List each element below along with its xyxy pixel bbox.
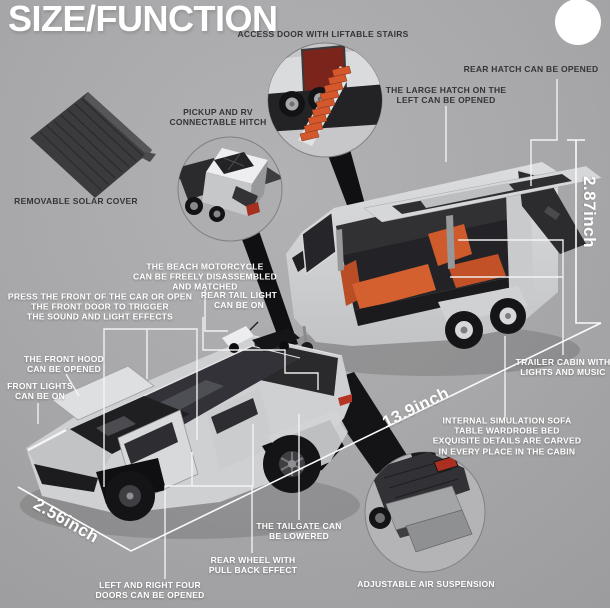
suspension-inset-photo xyxy=(364,451,486,573)
label-front-lights: FRONT LIGHTS CAN BE ON xyxy=(7,380,73,401)
label-rear-wheel: REAR WHEEL WITH PULL BACK EFFECT xyxy=(208,554,298,575)
rear-light xyxy=(433,455,459,473)
label-air-suspension: ADJUSTABLE AIR SUSPENSION xyxy=(357,578,495,589)
stairs-inset-photo xyxy=(267,42,383,158)
beach-motorcycles xyxy=(222,321,300,353)
dimension-lines xyxy=(17,139,602,552)
hood-open xyxy=(51,365,190,454)
label-large-hatch: THE LARGE HATCH ON THE LEFT CAN BE OPENE… xyxy=(385,84,507,105)
label-rear-hatch: REAR HATCH CAN BE OPENED xyxy=(463,63,599,74)
tail-light xyxy=(338,394,352,406)
trailer-wheels xyxy=(445,298,526,349)
rear-wheel xyxy=(263,435,321,493)
corner-circle xyxy=(555,0,601,45)
dimension-height: 2.87inch xyxy=(580,175,599,249)
label-beach-motorcycle: THE BEACH MOTORCYCLE CAN BE FREELY DISAS… xyxy=(133,261,277,293)
callout-lines xyxy=(37,79,564,579)
solar-panel xyxy=(30,92,156,198)
doors-open xyxy=(117,388,274,503)
front-light-bar xyxy=(27,428,67,452)
trailer xyxy=(286,162,603,354)
label-pickup-hitch: PICKUP AND RV CONNECTABLE HITCH xyxy=(169,106,267,127)
label-tailgate: THE TAILGATE CAN BE LOWERED xyxy=(256,520,342,541)
label-internal-sofa: INTERNAL SIMULATION SOFA TABLE WARDROBE … xyxy=(432,415,582,457)
label-solar-cover: REMOVABLE SOLAR COVER xyxy=(14,195,138,206)
front-wheel xyxy=(105,471,155,521)
label-access-door: ACCESS DOOR WITH LIFTABLE STAIRS xyxy=(237,28,409,39)
label-front-hood: THE FRONT HOOD CAN BE OPENED xyxy=(24,353,104,374)
pickup-truck xyxy=(26,321,352,521)
label-rear-tail-light: REAR TAIL LIGHT CAN BE ON xyxy=(200,289,278,310)
label-doors: LEFT AND RIGHT FOUR DOORS CAN BE OPENED xyxy=(95,579,205,600)
hitch-plate xyxy=(214,152,254,174)
label-press-front: PRESS THE FRONT OF THE CAR OR OPEN THE F… xyxy=(7,291,193,323)
liftable-stairs xyxy=(299,65,352,142)
hitch-inset-photo xyxy=(177,136,283,242)
label-trailer-cabin: TRAILER CABIN WITH LIGHTS AND MUSIC xyxy=(515,356,610,377)
roof-hatch-open xyxy=(336,165,603,271)
page-title: SIZE/FUNCTION xyxy=(8,0,278,39)
